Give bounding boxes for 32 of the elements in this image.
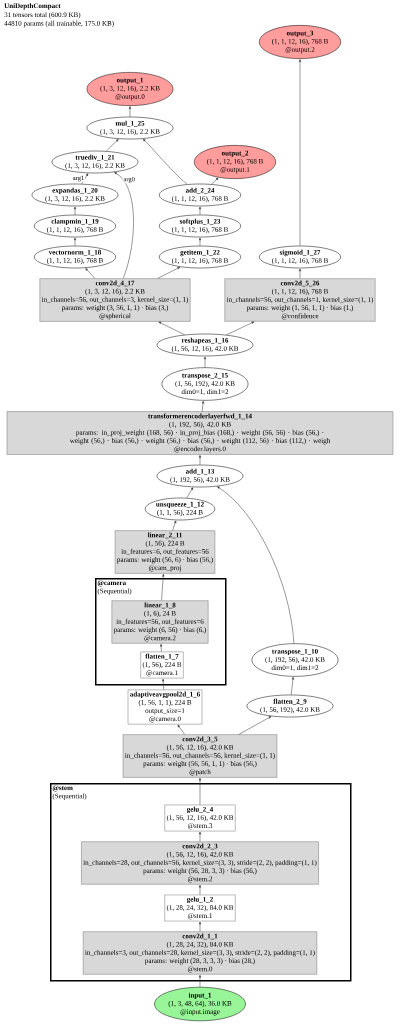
arrow — [198, 885, 202, 895]
arrow — [81, 173, 89, 185]
arrow — [238, 716, 272, 735]
arrow — [198, 455, 202, 465]
arrow — [157, 266, 181, 279]
arrow — [158, 321, 185, 336]
arrow — [162, 678, 165, 690]
arrow — [298, 268, 302, 279]
arrow — [217, 486, 295, 644]
arrow — [298, 59, 302, 246]
arrow — [198, 206, 202, 215]
arrow — [142, 138, 188, 185]
arrow — [73, 206, 77, 215]
arrow — [177, 724, 185, 735]
arrow — [186, 487, 194, 499]
arrow — [211, 177, 219, 185]
arrow — [160, 644, 163, 652]
arrow — [203, 356, 207, 368]
arrow — [85, 268, 96, 279]
arrow — [198, 921, 202, 932]
arrow — [105, 139, 119, 152]
arrow — [198, 237, 202, 246]
arrow — [198, 778, 202, 805]
arrow — [198, 975, 202, 988]
arrow — [161, 574, 165, 601]
arrow — [291, 677, 294, 695]
arrow — [201, 401, 205, 412]
arrow — [73, 237, 77, 246]
arrow — [114, 172, 134, 279]
arrow — [128, 106, 132, 117]
arrow — [198, 831, 202, 842]
arrow — [172, 520, 177, 531]
